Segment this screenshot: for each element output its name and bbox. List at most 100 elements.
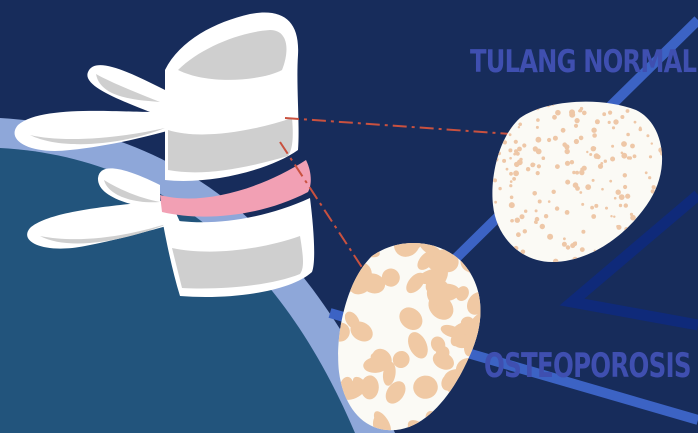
trabecula-dot	[626, 109, 630, 113]
trabecula-dot	[609, 180, 612, 183]
trabecula-dot	[613, 216, 615, 218]
trabecula-dot	[566, 245, 570, 249]
trabecula-dot	[524, 210, 527, 213]
trabecula-dot	[520, 214, 525, 219]
trabecula-dot	[498, 187, 501, 190]
trabecula-dot	[595, 119, 600, 124]
trabecula-dot	[621, 141, 627, 147]
trabecula-dot	[538, 200, 542, 204]
trabecula-dot	[582, 111, 587, 116]
trabecula-dot	[575, 186, 580, 191]
trabecula-dot	[639, 128, 643, 132]
label-normal-bone: TULANG NORMAL	[470, 44, 696, 80]
trabecula-dot	[590, 206, 594, 210]
trabecula-dot	[540, 224, 545, 229]
trabecula-dot	[630, 215, 636, 221]
trabecula-dot	[648, 176, 651, 179]
trabecula-dot	[570, 160, 574, 164]
trabecula-dot	[580, 247, 585, 252]
trabecula-dot	[561, 128, 566, 133]
trabecula-dot	[511, 219, 514, 222]
trabecula-dot	[532, 191, 537, 196]
trabecula-dot	[594, 153, 600, 159]
trabecula-dot	[613, 119, 618, 124]
trabecula-dot	[555, 206, 559, 210]
trabecula-dot	[612, 126, 615, 129]
trabecula-dot	[625, 194, 630, 199]
trabecula-dot	[535, 209, 538, 212]
trabecula-dot	[594, 204, 598, 208]
trabecula-dot	[537, 164, 541, 168]
trabecula-dot	[547, 234, 553, 240]
trabecula-dot	[575, 171, 579, 175]
trabecula-dot	[593, 147, 596, 150]
trabecula-dot	[569, 109, 575, 115]
trabecula-dot	[624, 203, 628, 207]
trabecula-dot	[516, 232, 521, 237]
trabecula-dot	[605, 207, 608, 210]
trabecula-dot	[513, 170, 519, 176]
trabecula-dot	[536, 126, 539, 129]
trabecula-dot	[651, 142, 653, 144]
trabecula-dot	[579, 191, 582, 194]
trabecula-dot	[509, 133, 512, 136]
trabecula-dot	[533, 163, 536, 166]
trabecula-dot	[589, 153, 592, 156]
trabecula-dot	[620, 115, 624, 119]
trabecula-dot	[555, 110, 561, 116]
trabecula-dot	[633, 154, 637, 158]
trabecula-dot	[508, 148, 512, 152]
trabecula-dot	[493, 178, 497, 182]
trabecula-dot	[617, 225, 622, 230]
trabecula-dot	[542, 156, 546, 160]
trabecula-dot	[544, 214, 548, 218]
trabecula-dot	[509, 157, 512, 160]
trabecula-dot	[610, 215, 612, 217]
trabecula-dot	[626, 133, 630, 137]
trabecula-dot	[509, 202, 515, 208]
trabecula-dot	[517, 147, 522, 152]
trabecula-dot	[574, 139, 579, 144]
trabecula-dot	[523, 229, 527, 233]
trabecula-dot	[582, 166, 587, 171]
trabecula-dot	[634, 121, 637, 124]
trabecula-dot	[552, 115, 557, 120]
trabecula-dot	[555, 164, 560, 169]
trabecula-dot	[515, 218, 520, 223]
trabecula-dot	[649, 155, 652, 158]
trabecula-dot	[536, 149, 542, 155]
trabecula-dot	[509, 184, 512, 187]
trabecula-dot	[552, 190, 556, 194]
trabecula-dot	[591, 214, 596, 219]
trabecula-dot	[604, 160, 607, 163]
trabecula-dot	[645, 171, 648, 174]
trabecula-dot	[548, 200, 551, 203]
trabecula-dot	[623, 173, 627, 177]
trabecula-dot	[575, 118, 580, 123]
trabecula-dot	[565, 149, 570, 154]
trabecula-dot	[646, 134, 649, 137]
trabecula-dot	[509, 172, 513, 176]
trabecula-dot	[608, 111, 612, 115]
trabecula-dot	[518, 123, 522, 127]
trabecula-dot	[591, 128, 596, 133]
trabecula-dot	[547, 138, 551, 142]
trabecula-dot	[586, 151, 588, 153]
trabecula-dot	[510, 196, 514, 200]
trabecula-dot	[602, 112, 606, 116]
trabecula-dot	[592, 133, 597, 138]
trabecula-dot	[506, 168, 509, 171]
trabecula-dot	[553, 136, 558, 141]
trabecula-dot	[536, 118, 540, 122]
trabecula-dot	[600, 162, 603, 165]
trabecula-dot	[563, 237, 566, 240]
trabecula-dot	[514, 140, 518, 144]
label-osteoporosis: OSTEOPOROSIS	[484, 346, 691, 386]
trabecula-dot	[562, 142, 567, 147]
trabecula-dot	[585, 184, 591, 190]
trabecula-dot	[630, 144, 635, 149]
trabecula-dot	[565, 161, 570, 166]
trabecula-dot	[627, 156, 630, 159]
trabecula-dot	[562, 242, 567, 247]
